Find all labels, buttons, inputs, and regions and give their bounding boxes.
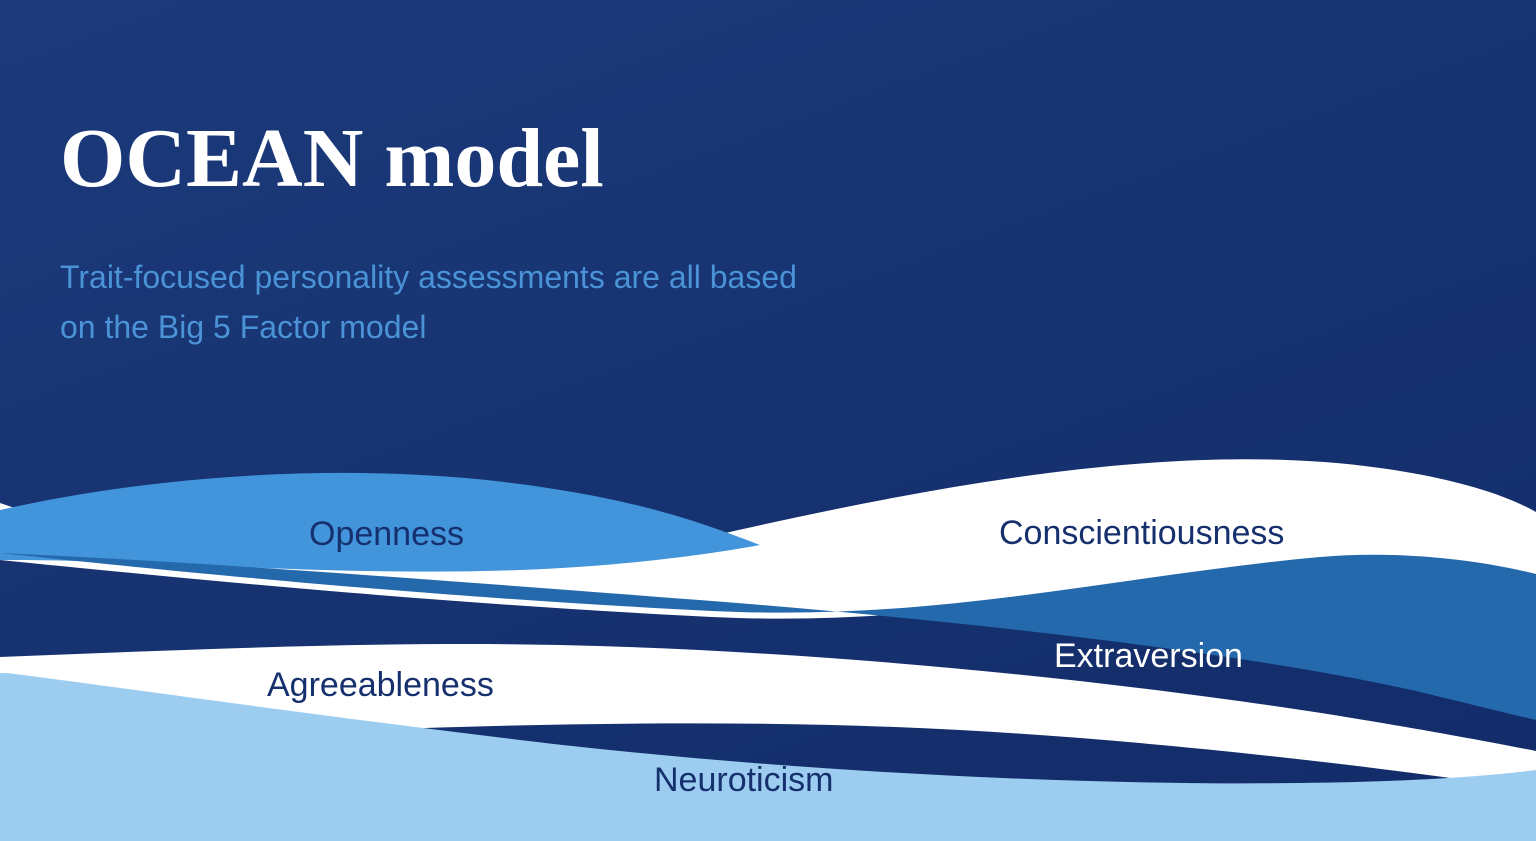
band-openness-shape bbox=[0, 472, 760, 572]
band-agreeableness-shape bbox=[0, 644, 1536, 790]
band-extraversion-shape bbox=[0, 553, 1536, 720]
band-left-white-sliver-shape bbox=[0, 661, 200, 684]
band-neuroticism-shape bbox=[0, 672, 1536, 841]
